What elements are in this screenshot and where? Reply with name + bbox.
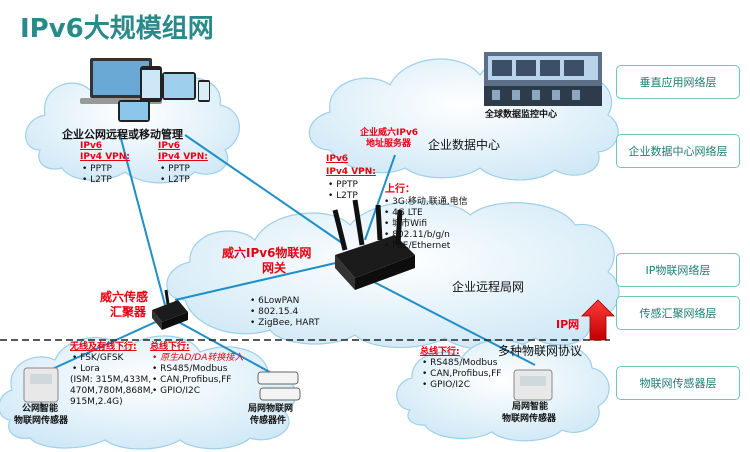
list-item: RS485/Modbus xyxy=(152,364,243,375)
address-server-label-2: 地址服务器 xyxy=(366,139,412,149)
smart-sensor-caption-1: 局网智能 xyxy=(512,402,549,412)
aggregator-name-1: 威六传感 xyxy=(100,290,149,304)
monitoring-center-image xyxy=(484,52,602,106)
sensor-smart-icon xyxy=(513,369,553,401)
uplink-list: 3G:移动,联通,电信 4G LTE 城市Wifi 802.11/b/g/n P… xyxy=(384,197,468,252)
wireless-list: FSK/GFSK Lora xyxy=(72,353,123,375)
list-item: PPTP xyxy=(82,164,112,175)
page-title: IPv6大规模组网 xyxy=(20,14,214,44)
list-item: 802.11/b/g/n xyxy=(384,230,468,241)
mgmt-col1-ipv6: IPv6 xyxy=(80,141,103,151)
link-mgmt-aggregator xyxy=(119,134,166,306)
public-sensor-caption-2: 物联网传感器 xyxy=(14,416,69,426)
list-item: GPIO/I2C xyxy=(152,386,243,397)
ism-detail-1: (ISM: 315M,433M, xyxy=(70,375,152,385)
layer-enterprise-datacenter: 企业数据中心网络层 xyxy=(616,134,740,168)
datacenter-label: 企业数据中心 xyxy=(428,138,501,152)
list-item: PPTP xyxy=(160,164,190,175)
list-item: RS485/Modbus xyxy=(422,358,501,369)
link-gateway-datacenter xyxy=(364,154,396,241)
list-item: PPTP xyxy=(328,180,358,191)
list-item: 6LowPAN xyxy=(250,296,320,307)
link-gateway-multiprotocol xyxy=(369,279,536,366)
wireless-downlink-head: 无线及有线下行: xyxy=(70,342,137,352)
enterprise-lan-label: 企业远程局网 xyxy=(452,280,525,294)
sensor-lan-device-icon xyxy=(257,371,301,401)
remote-management-caption: 企业公网远程或移动管理 xyxy=(62,128,183,141)
lan-sensor-caption-2: 传感器件 xyxy=(250,416,287,426)
mgmt-col1-list: PPTP L2TP xyxy=(82,164,112,186)
lan-sensor-caption-1: 局网物联网 xyxy=(248,404,294,414)
right-bus-head: 总线下行: xyxy=(420,347,460,357)
aggregator-name-2: 汇聚器 xyxy=(110,305,147,319)
list-item: CAN,Profibus,FF xyxy=(422,369,501,380)
link-aggregator-sensor2 xyxy=(174,319,276,376)
list-item: 3G:移动,联通,电信 xyxy=(384,197,467,208)
list-item: 原生AD/DA转换接入 xyxy=(152,353,243,364)
list-item: PoE/Ethernet xyxy=(384,241,468,252)
ism-detail-2: 470M,780M,868M, xyxy=(70,386,154,396)
list-item: Lora xyxy=(72,364,123,375)
link-mgmt-gateway xyxy=(184,134,346,246)
dc-vpn-head: IPv4 VPN: xyxy=(326,167,376,177)
address-server-label-1: 企业威六IPv6 xyxy=(360,128,419,138)
mobile-devices-icon xyxy=(80,58,210,122)
dc-ipv6: IPv6 xyxy=(326,154,349,164)
list-item: CAN,Profibus,FF xyxy=(152,375,243,386)
monitoring-center-caption: 全球数据监控中心 xyxy=(485,110,558,120)
link-aggregator-gateway xyxy=(174,261,341,301)
gateway-name-2: 网关 xyxy=(262,261,287,275)
layer-iot-sensor: 物联网传感器层 xyxy=(616,366,740,400)
link-aggregator-sensor1 xyxy=(49,319,161,371)
list-item: ZigBee, HART xyxy=(250,318,319,329)
smart-sensor-caption-2: 物联网传感器 xyxy=(502,414,557,424)
public-sensor-caption-1: 公网智能 xyxy=(22,404,59,414)
list-item: 城市Wifi xyxy=(384,219,468,230)
list-item: L2TP xyxy=(160,175,190,186)
aggregator-device-icon xyxy=(152,289,188,330)
multi-protocol-label: 多种物联网协议 xyxy=(498,344,583,358)
list-item: L2TP xyxy=(82,175,112,186)
right-bus-list: RS485/Modbus CAN,Profibus,FF GPIO/I2C xyxy=(422,358,501,391)
list-item: L2TP xyxy=(328,191,358,202)
mgmt-col2-vpn-head: IPv4 VPN: xyxy=(158,152,208,162)
layer-ip-iot: IP物联网络层 xyxy=(616,253,740,287)
uplink-head: 上行： xyxy=(385,184,415,195)
gateway-downlink-list: 6LowPAN 802.15.4 ZigBee, HART xyxy=(250,296,320,329)
mgmt-col2-ipv6: IPv6 xyxy=(158,141,181,151)
ism-detail-3: 915M,2.4G) xyxy=(70,397,123,407)
list-item: FSK/GFSK xyxy=(72,353,123,364)
gateway-name-1: 威六IPv6物联网 xyxy=(222,246,312,260)
bus-downlink-head: 总线下行: xyxy=(150,342,190,352)
list-item: 802.15.4 xyxy=(250,307,320,318)
ip-network-arrow-icon xyxy=(581,299,615,341)
mgmt-col2-list: PPTP L2TP xyxy=(160,164,190,186)
mgmt-col1-vpn-head: IPv4 VPN: xyxy=(80,152,130,162)
list-item: 4G LTE xyxy=(384,208,468,219)
dc-vpn-list: PPTP L2TP xyxy=(328,180,358,202)
ip-network-label: IP网 xyxy=(556,318,580,331)
layer-sensor-aggregation: 传感汇聚网络层 xyxy=(616,296,740,330)
sensor-public-icon xyxy=(23,367,59,412)
bus-downlink-list: 原生AD/DA转换接入 RS485/Modbus CAN,Profibus,FF… xyxy=(152,353,243,397)
list-item: GPIO/I2C xyxy=(422,380,501,391)
layer-vertical-application: 垂直应用网络层 xyxy=(616,65,740,99)
